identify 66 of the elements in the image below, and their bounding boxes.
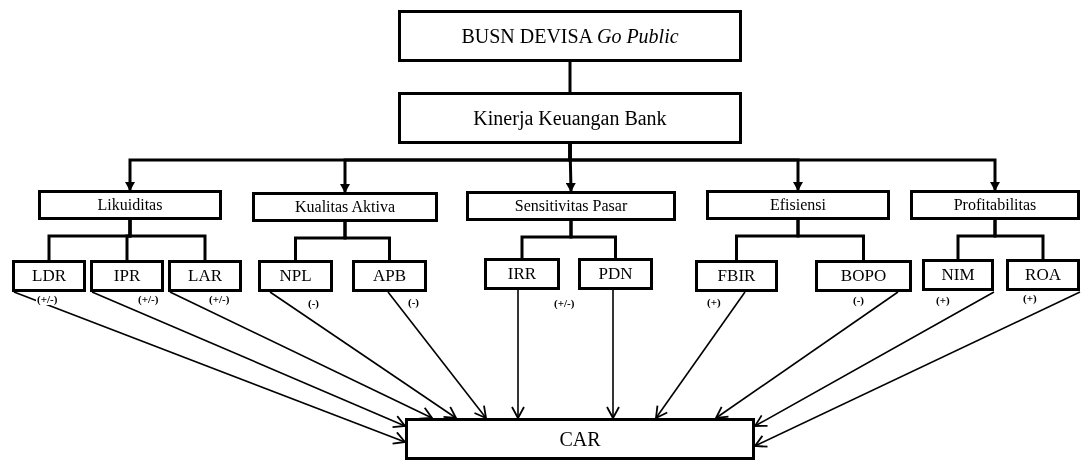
box-label: LAR bbox=[188, 266, 222, 286]
process-box bbox=[168, 260, 242, 292]
process-box bbox=[252, 192, 438, 222]
process-box bbox=[90, 260, 164, 292]
edge-label: (+/-) bbox=[137, 293, 160, 305]
box-label: Likuiditas bbox=[97, 196, 163, 214]
process-box bbox=[352, 260, 427, 292]
arrow bbox=[754, 291, 1081, 448]
process-box bbox=[695, 260, 778, 292]
process-box bbox=[466, 191, 676, 221]
arrow bbox=[715, 291, 899, 419]
connector-line bbox=[993, 220, 1045, 259]
edge-label: (-) bbox=[307, 297, 320, 309]
connector-line bbox=[568, 62, 572, 92]
box-label: IRR bbox=[507, 264, 537, 284]
edge-label: (+/-) bbox=[208, 293, 231, 305]
box-label: Sensitivitas Pasar bbox=[514, 197, 628, 215]
connector-line bbox=[343, 222, 391, 260]
box-label: NPL bbox=[279, 266, 312, 286]
box-label: ROA bbox=[1025, 265, 1061, 285]
box-label: LDR bbox=[32, 266, 66, 286]
process-box bbox=[484, 258, 560, 290]
connector-line bbox=[796, 220, 865, 260]
edge-label: (-) bbox=[407, 296, 420, 308]
box-label: Kualitas Aktiva bbox=[295, 198, 395, 216]
edge-label: (+/-) bbox=[36, 293, 59, 305]
arrow bbox=[655, 291, 746, 419]
process-box bbox=[910, 190, 1080, 220]
box-label: IPR bbox=[113, 266, 141, 286]
process-box bbox=[38, 190, 222, 220]
process-box bbox=[578, 258, 653, 290]
process-box bbox=[706, 190, 890, 220]
edge-label: (-) bbox=[852, 294, 865, 306]
connector-line bbox=[569, 221, 617, 258]
arrow bbox=[387, 291, 487, 419]
box-label: NIM bbox=[941, 265, 975, 285]
process-box bbox=[258, 260, 333, 292]
process-box bbox=[922, 259, 994, 291]
arrow bbox=[568, 144, 1000, 191]
box-label: Efisiensi bbox=[770, 196, 826, 214]
arrow bbox=[91, 291, 406, 429]
box-label: APB bbox=[372, 266, 407, 286]
edge-label: (+/-) bbox=[553, 297, 576, 309]
process-box bbox=[398, 92, 742, 144]
arrow bbox=[511, 289, 525, 419]
result-box bbox=[405, 418, 755, 460]
arrow bbox=[13, 291, 406, 445]
box-label: FBIR bbox=[717, 266, 756, 286]
arrow bbox=[169, 291, 433, 420]
box-label: Profitabilitas bbox=[953, 196, 1037, 214]
arrow bbox=[269, 291, 457, 419]
arrow bbox=[754, 291, 995, 427]
box-label: CAR bbox=[559, 427, 601, 451]
box-label: BUSN DEVISA Go Public bbox=[461, 24, 679, 48]
connector-line bbox=[128, 220, 207, 260]
process-box bbox=[12, 260, 86, 292]
process-box bbox=[815, 260, 912, 292]
process-box bbox=[398, 10, 742, 62]
edge-label: (+) bbox=[1022, 292, 1038, 304]
box-label: Kinerja Keuangan Bank bbox=[473, 106, 667, 130]
box-label: PDN bbox=[598, 264, 633, 284]
arrow bbox=[606, 289, 620, 419]
box-label: BOPO bbox=[840, 266, 887, 286]
process-box bbox=[1006, 259, 1080, 291]
edge-label: (+) bbox=[706, 296, 722, 308]
edge-label: (+) bbox=[935, 294, 951, 306]
